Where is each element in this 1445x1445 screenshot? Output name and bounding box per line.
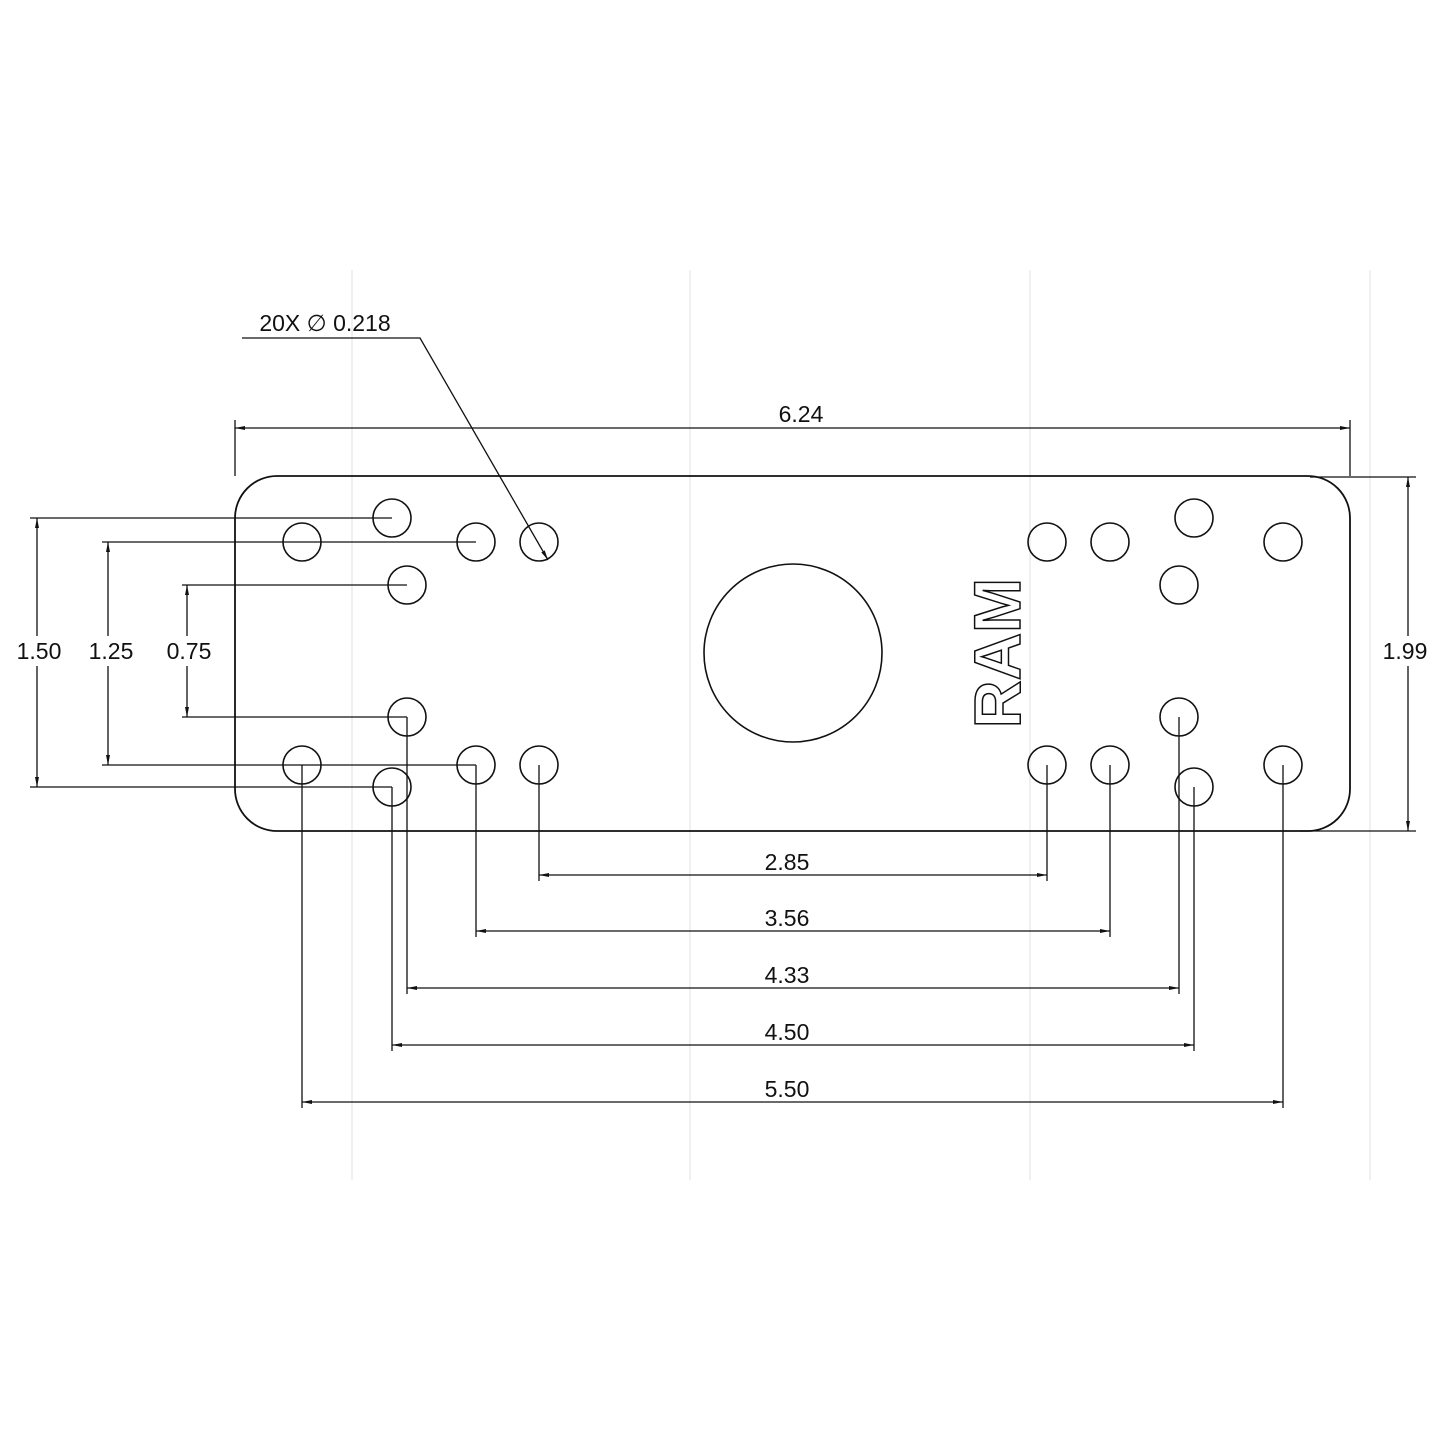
center-hole (703, 563, 883, 743)
mounting-holes (282, 498, 1303, 807)
dim-label: 4.33 (765, 962, 810, 988)
background-gridlines (351, 270, 1371, 1180)
dim-label: 6.24 (779, 401, 824, 427)
dim-label: 4.50 (765, 1019, 810, 1045)
dim-label: 2.85 (765, 849, 810, 875)
dim-5-50: 5.50 (301, 765, 1284, 1108)
hole-callout-label: 20X ∅ 0.218 (259, 310, 390, 336)
dim-label: 5.50 (765, 1076, 810, 1102)
dim-label: 1.50 (17, 638, 62, 664)
dim-overall-width: 6.24 (234, 401, 1351, 476)
dim-label: 1.25 (89, 638, 134, 664)
dim-label: 0.75 (167, 638, 212, 664)
dim-4-33: 4.33 (406, 717, 1180, 994)
dim-4-50: 4.50 (391, 787, 1195, 1051)
ram-logo: RAM (960, 578, 1034, 728)
dim-3-56: 3.56 (475, 765, 1111, 937)
dim-2-85: 2.85 (538, 765, 1048, 881)
dim-1-50: 1.50 (10, 517, 392, 788)
dim-label: 3.56 (765, 905, 810, 931)
dim-0-75: 0.75 (160, 584, 407, 718)
dim-overall-height: 1.99 (1300, 476, 1428, 832)
plate-outline (234, 475, 1351, 832)
dim-1-25: 1.25 (82, 541, 476, 766)
dim-label: 1.99 (1383, 638, 1428, 664)
hole-callout: 20X ∅ 0.218 (242, 310, 549, 561)
